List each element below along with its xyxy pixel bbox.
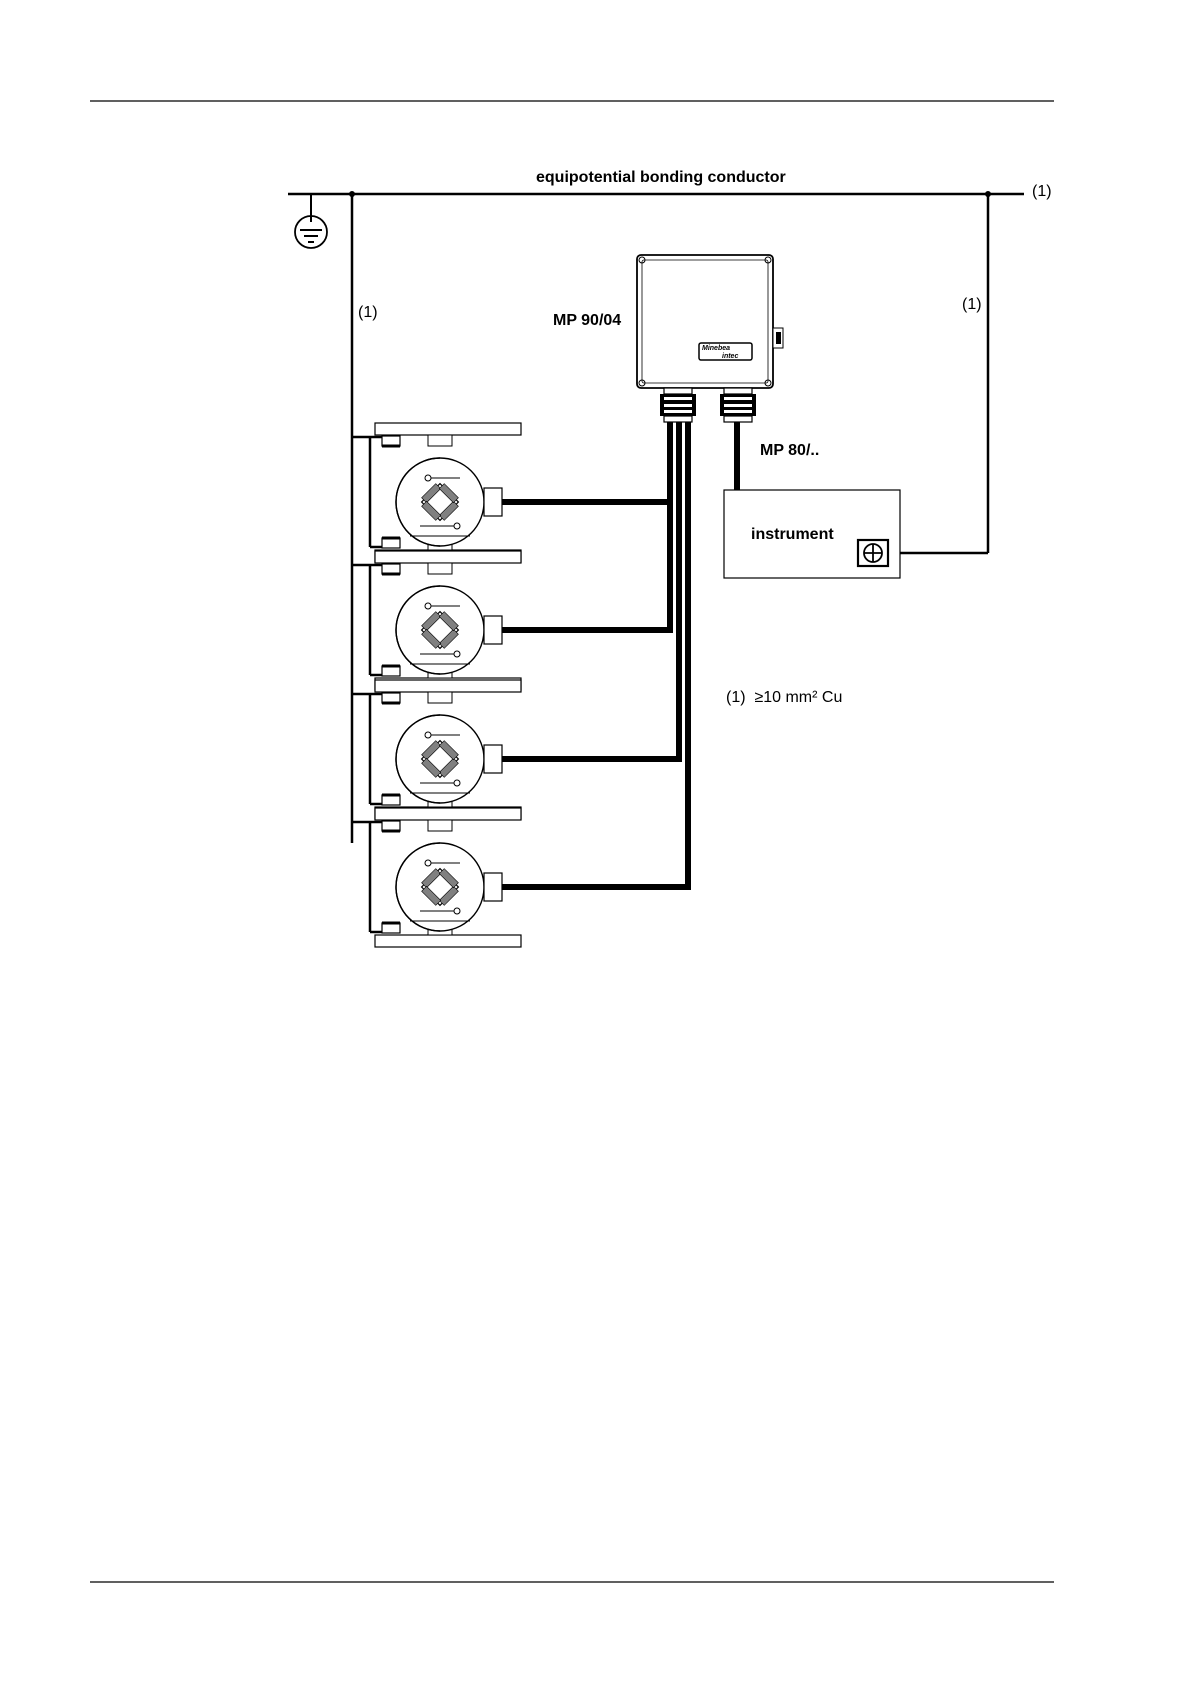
ground-terminal-icon — [858, 540, 888, 566]
cable-3 — [502, 422, 679, 759]
earth-ground-icon — [295, 194, 327, 248]
load-cell — [352, 680, 521, 819]
legend-text: ≥10 mm² Cu — [754, 689, 842, 706]
brand-logo-line-1: Minebea — [702, 345, 730, 352]
cable-gland-left — [660, 388, 696, 422]
cable-2 — [502, 422, 670, 630]
bond-marker-top-right: (1) — [1032, 184, 1052, 200]
bond-marker-right: (1) — [962, 297, 982, 313]
cable-4 — [502, 422, 688, 887]
bond-marker-left: (1) — [358, 305, 378, 321]
brand-logo: Minebea intec — [702, 345, 738, 361]
load-cell — [352, 551, 521, 690]
legend: (1) ≥10 mm² Cu — [726, 690, 842, 706]
load-cell — [352, 423, 521, 562]
junction-box — [637, 255, 783, 388]
cable-gland-right — [720, 388, 756, 422]
cable-1 — [502, 422, 670, 502]
brand-logo-line-2: intec — [722, 353, 738, 360]
load-cell-cables — [502, 422, 688, 887]
load-cell — [352, 808, 521, 947]
junction-box-label: MP 90/04 — [553, 313, 621, 329]
bonding-conductor-title: equipotential bonding conductor — [536, 170, 786, 186]
legend-marker: (1) — [726, 689, 746, 706]
cable-label: MP 80/.. — [760, 443, 819, 459]
instrument-label: instrument — [751, 527, 834, 543]
